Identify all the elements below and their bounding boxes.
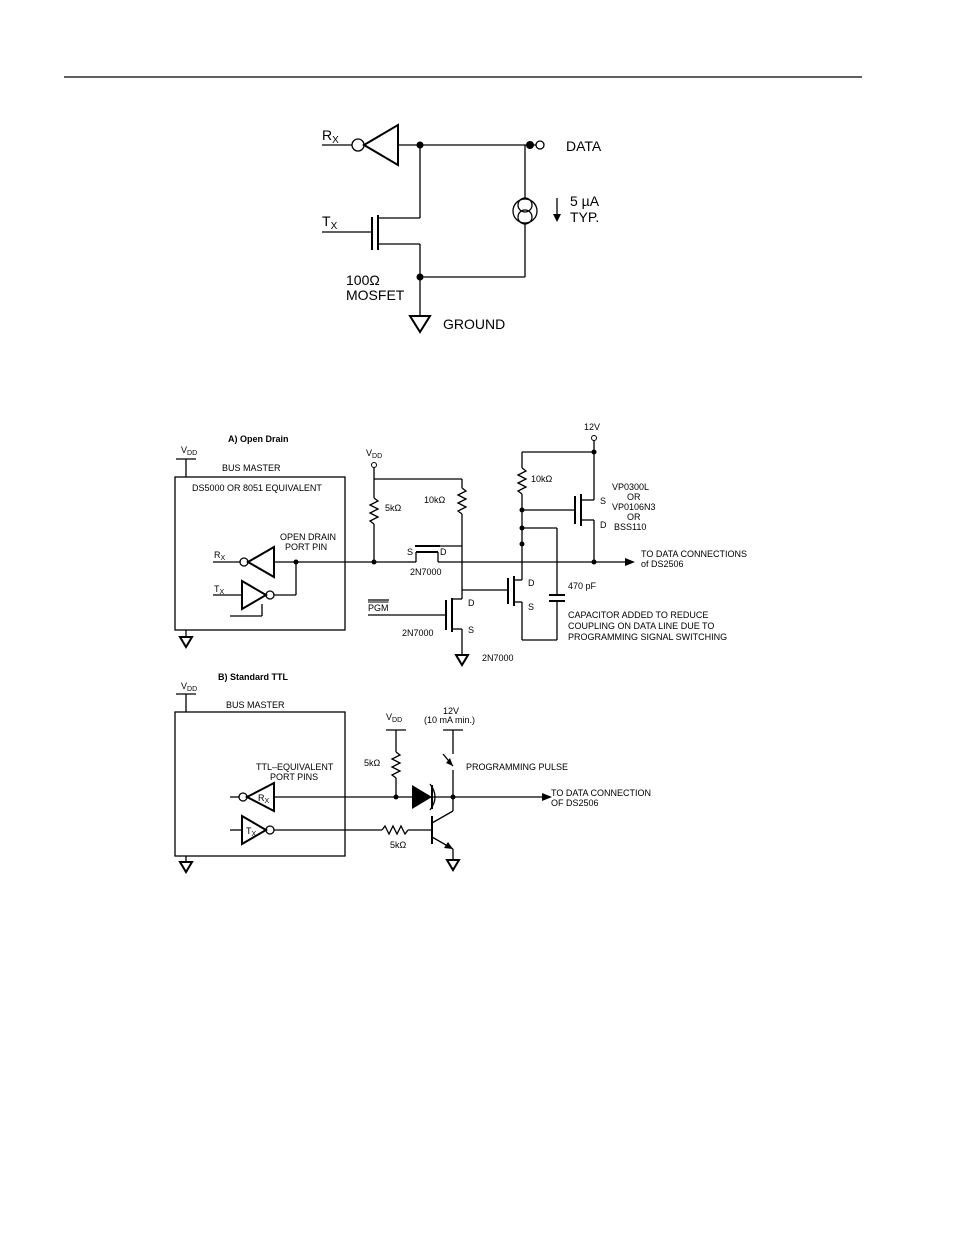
rx-label: RX [322,127,339,146]
ttl-label-2: PORT PINS [270,772,318,782]
svg-text:TX: TX [246,826,257,838]
standard-ttl-title: B) Standard TTL [218,672,288,682]
figure-equivalent-circuit: RX TX DATA 5 µA TYP. 100Ω MOSFET GROUND [322,123,602,334]
ground-icon [454,654,470,667]
open-drain-label-1: OPEN DRAIN [280,532,336,542]
svg-text:RX: RX [214,550,226,562]
svg-text:D: D [440,547,447,557]
vdd-label-a2: VDD [366,448,382,460]
to-data-label-2: of DS2506 [641,559,684,569]
r5k-label-a: 5kΩ [385,503,402,513]
open-drain-title: A) Open Drain [228,434,289,444]
ds5000-label: DS5000 OR 8051 EQUIVALENT [192,483,322,493]
to-data-b-1: TO DATA CONNECTION [551,788,651,798]
svg-text:RX: RX [258,793,270,805]
tx-label: TX [322,213,338,232]
prog-pulse-label: PROGRAMMING PULSE [466,762,568,772]
bus-master-label-b: BUS MASTER [226,700,285,710]
r10k-label-b: 10kΩ [531,474,553,484]
resistor-10k-b [516,467,528,495]
mosfet-ohms-label: 100Ω [346,272,380,288]
cap-note-1: CAPACITOR ADDED TO REDUCE [568,610,708,620]
vdd-label-a: VDD [181,445,197,457]
pgm-label: PGM [368,603,389,613]
diode-icon [412,785,432,809]
cap-note-2: COUPLING ON DATA LINE DUE TO [568,621,714,631]
data-terminal-icon [535,140,545,150]
rx-buffer-a: RX [213,545,275,579]
q3-label: 2N7000 [482,653,514,663]
resistor-5k-b2 [381,824,409,836]
vdd-label-b2: VDD [386,712,402,724]
svg-text:S: S [600,496,606,506]
to-data-label-1: TO DATA CONNECTIONS [641,549,747,559]
cap-note-3: PROGRAMMING SIGNAL SWITCHING [568,632,727,642]
vp-label-2: OR [627,492,641,502]
resistor-5k-a [368,497,380,525]
vdd-label-b: VDD [181,681,197,693]
svg-text:D: D [528,578,535,588]
ground-icon [178,636,194,649]
svg-text:S: S [407,547,413,557]
v12-label-b: 12V [443,706,459,716]
r5k-label-b1: 5kΩ [364,758,381,768]
resistor-5k-b1 [390,751,402,779]
tx-mosfet [322,145,421,277]
figure-standard-ttl: B) Standard TTL VDD BUS MASTER TTL–EQUIV… [174,672,651,874]
svg-text:D: D [600,520,607,530]
figure-open-drain: A) Open Drain VDD BUS MASTER DS5000 OR 8… [174,422,747,667]
svg-text:D: D [468,598,475,608]
v12-note: (10 mA min.) [424,715,475,725]
bus-master-label-a: BUS MASTER [222,463,281,473]
bus-master-box-b [174,711,346,857]
r5k-label-b2: 5kΩ [390,840,407,850]
vp-label-3: VP0106N3 [612,502,656,512]
r10k-label-a: 10kΩ [424,495,446,505]
q2-label: 2N7000 [402,628,434,638]
current-arrow-icon [553,214,561,222]
ground-icon [178,861,194,874]
ttl-label-1: TTL–EQUIVALENT [256,762,334,772]
current-value-label: 5 µA [570,193,600,209]
cap-label: 470 pF [568,581,597,591]
ground-icon [408,315,432,334]
ground-label: GROUND [443,316,505,332]
svg-text:S: S [528,602,534,612]
data-label: DATA [566,138,602,154]
q1-label: 2N7000 [410,567,442,577]
open-drain-label-2: PORT PIN [285,542,327,552]
v12-label-a: 12V [584,422,600,432]
svg-text:TX: TX [214,584,225,596]
mosfet-label: MOSFET [346,287,405,303]
vp-label-4: OR [627,512,641,522]
data-arrow-icon-b [542,793,552,801]
resistor-10k-a [456,487,468,515]
vp-label-1: VP0300L [612,482,649,492]
rx-buffer-b: RX [230,781,275,813]
svg-text:S: S [468,625,474,635]
current-source [512,145,561,277]
tx-buffer-b: TX [230,814,275,846]
tx-buffer-a: TX [213,579,296,617]
data-arrow-icon [625,558,635,566]
current-typ-label: TYP. [570,209,599,225]
vp-label-5: BSS110 [614,522,646,532]
to-data-b-2: OF DS2506 [551,798,599,808]
bus-master-box-a [174,476,346,631]
ground-icon [445,859,461,872]
